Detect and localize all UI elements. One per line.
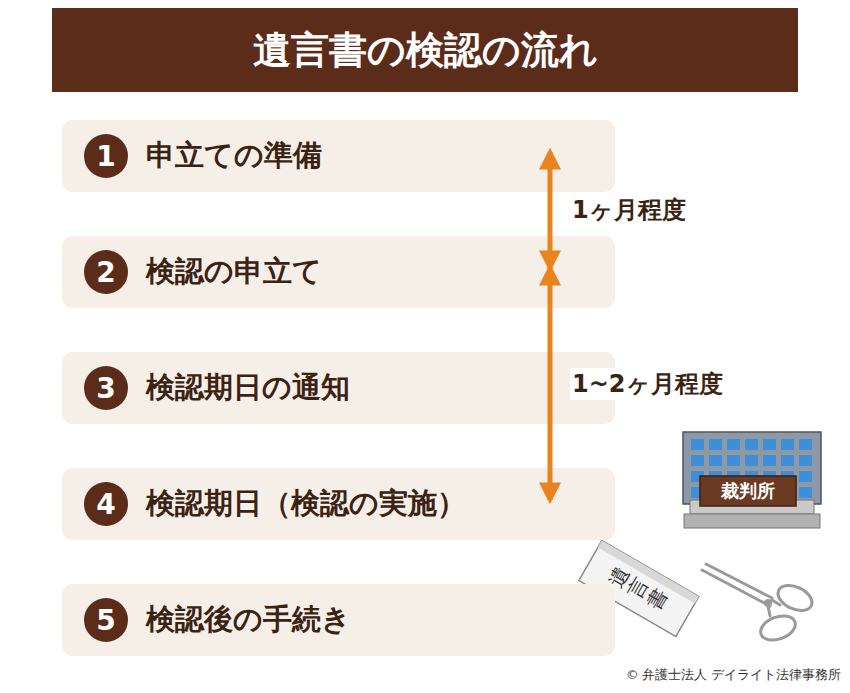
step-number: 2 xyxy=(84,250,128,294)
step-label: 検認の申立て xyxy=(146,252,322,292)
duration-label: 1ヶ月程度 xyxy=(570,194,688,226)
step-box: 2 検認の申立て xyxy=(62,236,615,308)
step-number: 4 xyxy=(84,482,128,526)
court-building xyxy=(683,432,821,528)
duration-label: 1~2ヶ月程度 xyxy=(570,368,725,400)
step-label: 申立ての準備 xyxy=(146,136,322,176)
title-text: 遺言書の検認の流れ xyxy=(253,25,598,76)
step-box: 1 申立ての準備 xyxy=(62,120,615,192)
step-label: 検認期日の通知 xyxy=(146,368,350,408)
step-label: 検認後の手続き xyxy=(146,600,351,640)
copyright-note: © 弁護士法人 デイライト法律事務所 xyxy=(626,667,841,684)
step-number: 1 xyxy=(84,134,128,178)
court-sign: 裁判所 xyxy=(704,479,792,503)
step-box: 4 検認期日（検認の実施） xyxy=(62,468,615,540)
step-number: 3 xyxy=(84,366,128,410)
step-label: 検認期日（検認の実施） xyxy=(146,484,466,524)
scissors-icon xyxy=(702,564,816,644)
title-band: 遺言書の検認の流れ xyxy=(52,8,798,92)
step-box: 5 検認後の手続き xyxy=(62,584,615,656)
step-number: 5 xyxy=(84,598,128,642)
step-box: 3 検認期日の通知 xyxy=(62,352,615,424)
